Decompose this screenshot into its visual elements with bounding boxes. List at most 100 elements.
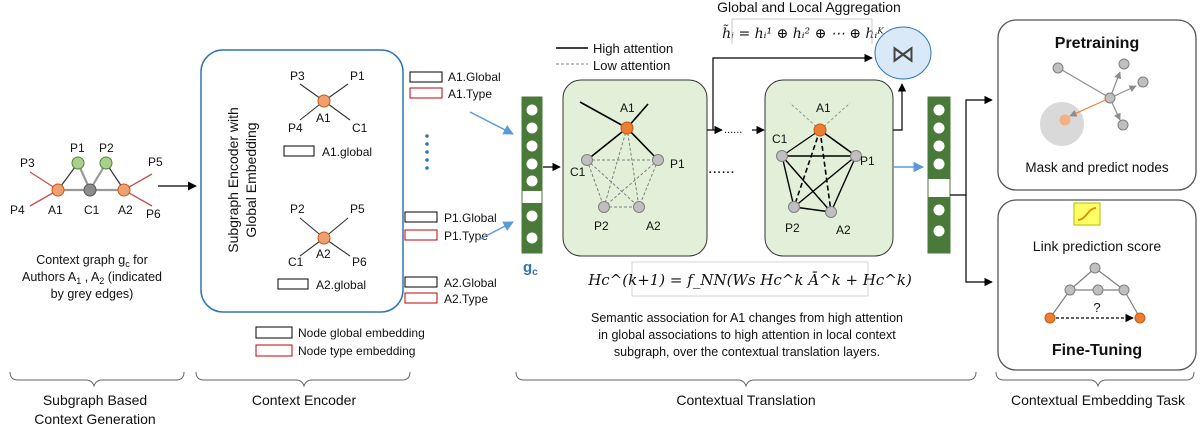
arrow-layer2-to-aggregation (893, 83, 907, 131)
section-label-2: Context Encoder (252, 392, 357, 408)
pretraining-title: Pretraining (1055, 35, 1139, 52)
node-label-p4: P4 (10, 203, 25, 217)
a2-type-embed (404, 292, 438, 304)
pretraining-box (997, 19, 1197, 191)
link-prediction-graph (1044, 262, 1146, 324)
upper-p1: P1 (350, 69, 365, 83)
layer-dots: ...... (708, 160, 735, 177)
gc-label: gc (523, 259, 538, 278)
legend-global-swatch (255, 326, 293, 339)
question-mark: ? (1093, 300, 1100, 315)
layer2-p1: P1 (860, 154, 875, 168)
context-graph (29, 156, 153, 207)
input-vector (521, 96, 543, 254)
layer1-graph (579, 101, 664, 213)
section-braces (9, 371, 1195, 388)
a2-global-embed (404, 276, 438, 288)
legend-type-label: Node type embedding (298, 344, 415, 358)
finetuning-title: Fine-Tuning (1052, 342, 1142, 359)
upper-star-graph (299, 83, 351, 121)
a1-type-embed-label: A1.Type (448, 87, 492, 101)
description-line-2: in global associations to high attention… (598, 328, 896, 342)
description-line-3: subgraph, over the contextual translatio… (614, 345, 880, 359)
svg-text:by grey edges): by grey edges) (51, 287, 134, 301)
section-label-4: Contextual Embedding Task (1011, 392, 1186, 408)
sigmoid-icon (1073, 202, 1101, 226)
layer2-a1: A1 (816, 101, 831, 115)
layer2-p2: P2 (785, 221, 800, 235)
node-label-p6: P6 (146, 207, 161, 221)
lower-p2: P2 (290, 202, 305, 216)
vertical-dots (425, 134, 429, 170)
layer1-p2: P2 (594, 219, 609, 233)
aggregation-node (874, 26, 932, 80)
lower-p6: P6 (352, 255, 367, 269)
arrow-layer1-to-aggregation (712, 53, 873, 130)
lower-c1: C1 (288, 255, 304, 269)
description-line-1: Semantic association for A1 changes from… (591, 311, 903, 325)
node-label-p2: P2 (99, 141, 114, 155)
aggregation-formula: h̃ᵢ = hᵢ¹ ⊕ hᵢ² ⊕ ⋯ ⊕ hᵢᴷ (722, 24, 885, 42)
a2-type-embed-label: A2.Type (444, 292, 488, 306)
layer1-c1: C1 (570, 165, 586, 179)
update-formula: Hc^(k+1) = f_NN(Ws Hc^k Ā^k + Hc^k) (587, 271, 912, 289)
upper-p4: P4 (288, 121, 303, 135)
upper-p3: P3 (290, 69, 305, 83)
node-label-a2: A2 (118, 203, 133, 217)
legend-low-label: Low attention (593, 58, 670, 73)
aggregation-title: Global and Local Aggregation (717, 0, 901, 15)
lower-a2: A2 (316, 247, 331, 261)
p1-type-embed-label: P1.Type (444, 229, 488, 243)
section-label-1a: Subgraph Based (43, 392, 147, 408)
legend-high-label: High attention (593, 41, 673, 56)
encoder-title-line1: Subgraph Encoder with (225, 107, 241, 253)
encoder-title-line2: Global Embedding (243, 122, 259, 237)
output-vector (927, 96, 951, 254)
a1-global-embed-label: A1.Global (448, 70, 501, 84)
upper-a1: A1 (316, 111, 331, 125)
link-score-label: Link prediction score (1033, 238, 1162, 254)
node-label-a1: A1 (48, 203, 63, 217)
a2-global-embed-label: A2.Global (444, 276, 497, 290)
subgraph-encoder-box (200, 49, 404, 313)
arrow-p1-to-vector (477, 221, 514, 241)
update-formula-box (631, 261, 869, 297)
arrow-a1-to-vector (469, 111, 514, 135)
p1-global-embed (404, 211, 438, 223)
p1-type-embed (404, 229, 438, 241)
a1-global-box (283, 145, 315, 157)
a1-type-embed (409, 87, 443, 99)
mask-predict-label: Mask and predict nodes (1025, 160, 1169, 175)
node-label-p1: P1 (70, 141, 85, 155)
arrow-to-finetuning (965, 195, 993, 287)
lower-star-graph (299, 217, 351, 257)
layer1-p1: P1 (670, 157, 685, 171)
join-icon: ⋈ (891, 41, 915, 68)
upper-c1: C1 (352, 121, 368, 135)
legend-type-swatch (255, 344, 293, 357)
arrow-dots: ...... (724, 124, 742, 136)
pretraining-graph (1040, 58, 1149, 146)
section-label-1b: Context Generation (34, 411, 155, 427)
layer1-a2: A2 (646, 219, 661, 233)
svg-text:Authors A1 , A2 (indicated: Authors A1 , A2 (indicated (22, 270, 162, 286)
layer2-a2: A2 (836, 223, 851, 237)
node-label-p3: P3 (20, 156, 35, 170)
layer1-a1: A1 (620, 101, 635, 115)
translation-layer-1 (562, 79, 708, 257)
a1-global-label: A1.global (322, 145, 372, 159)
a1-global-embed (409, 71, 443, 83)
node-label-c1: C1 (84, 203, 100, 217)
node-label-p5: P5 (148, 155, 163, 169)
arrow-to-pretraining (950, 95, 993, 196)
legend-global-label: Node global embedding (298, 326, 425, 340)
context-graph-caption: Context graph gc for Authors A1 , A2 (in… (22, 253, 162, 301)
svg-text:Context graph gc for: Context graph gc for (36, 253, 148, 269)
a2-global-label: A2.global (316, 278, 366, 292)
layer2-c1: C1 (772, 132, 788, 146)
p1-global-embed-label: P1.Global (444, 211, 497, 225)
a2-global-box (277, 278, 309, 290)
layer2-graph (776, 102, 862, 218)
section-label-3: Contextual Translation (676, 392, 815, 408)
